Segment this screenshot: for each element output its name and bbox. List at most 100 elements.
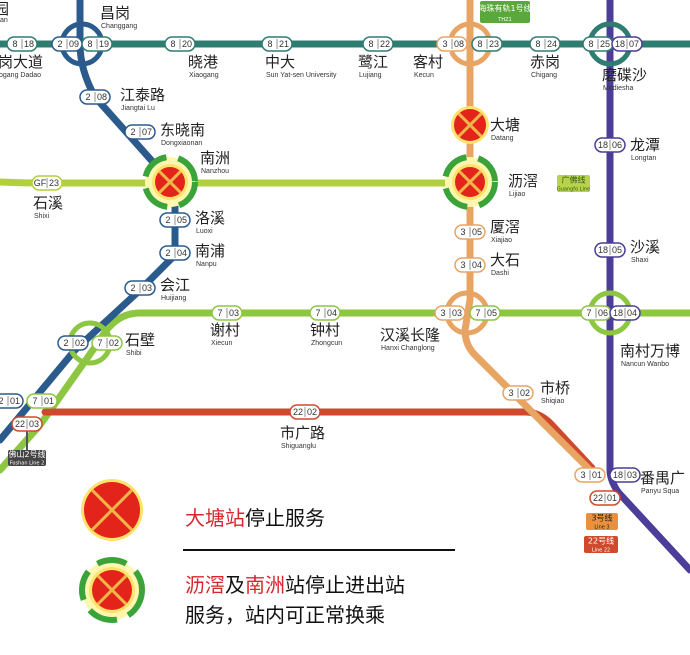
station-name-en: Longtan (631, 155, 656, 162)
badge-frame (0, 393, 24, 409)
badge-line: 18 (613, 470, 623, 480)
legend-transfer-only-icon (79, 557, 145, 623)
station-name-en: Huijiang (161, 295, 186, 302)
badge-number: 08 (454, 39, 464, 49)
badge-line: 18 (598, 140, 608, 150)
badge-number: 02 (109, 338, 119, 348)
station-name-en: Zhongcun (311, 340, 342, 347)
station-name-cn: 市广路 (280, 424, 325, 442)
station-name-cn: 会江 (160, 276, 190, 294)
badge-number: 01 (10, 396, 20, 406)
badge-number: 04 (327, 308, 337, 318)
nanzhou-closure-marker (142, 154, 198, 210)
badge-number: 05 (472, 227, 482, 237)
station-name-cn: 晓港 (188, 53, 218, 71)
badge-line: 7 (586, 308, 591, 318)
badge-line: 18 (615, 39, 625, 49)
tag-box (480, 1, 530, 23)
legend-lijiao: 沥滘 (185, 573, 225, 597)
legend-closed-station: 大塘站 (185, 506, 245, 530)
station-name-cn: 岗大道 (0, 53, 43, 71)
badge-line: 7 (32, 396, 37, 406)
badge-line: 18 (598, 245, 608, 255)
badge-line: 8 (267, 39, 272, 49)
badge-number: 06 (598, 308, 608, 318)
station-name-en: Lujiang (359, 72, 382, 79)
badge-line: 7 (217, 308, 222, 318)
badge-line: 3 (580, 470, 585, 480)
tag-en: Foshan Line 2 (10, 460, 45, 466)
station-name-cn: 石溪 (33, 194, 63, 212)
badge-number: 22 (380, 39, 390, 49)
badge-number: 03 (142, 283, 152, 293)
station-code-badge[interactable]: 7 06 (580, 305, 612, 321)
station-name-cn: 中大 (265, 53, 295, 71)
